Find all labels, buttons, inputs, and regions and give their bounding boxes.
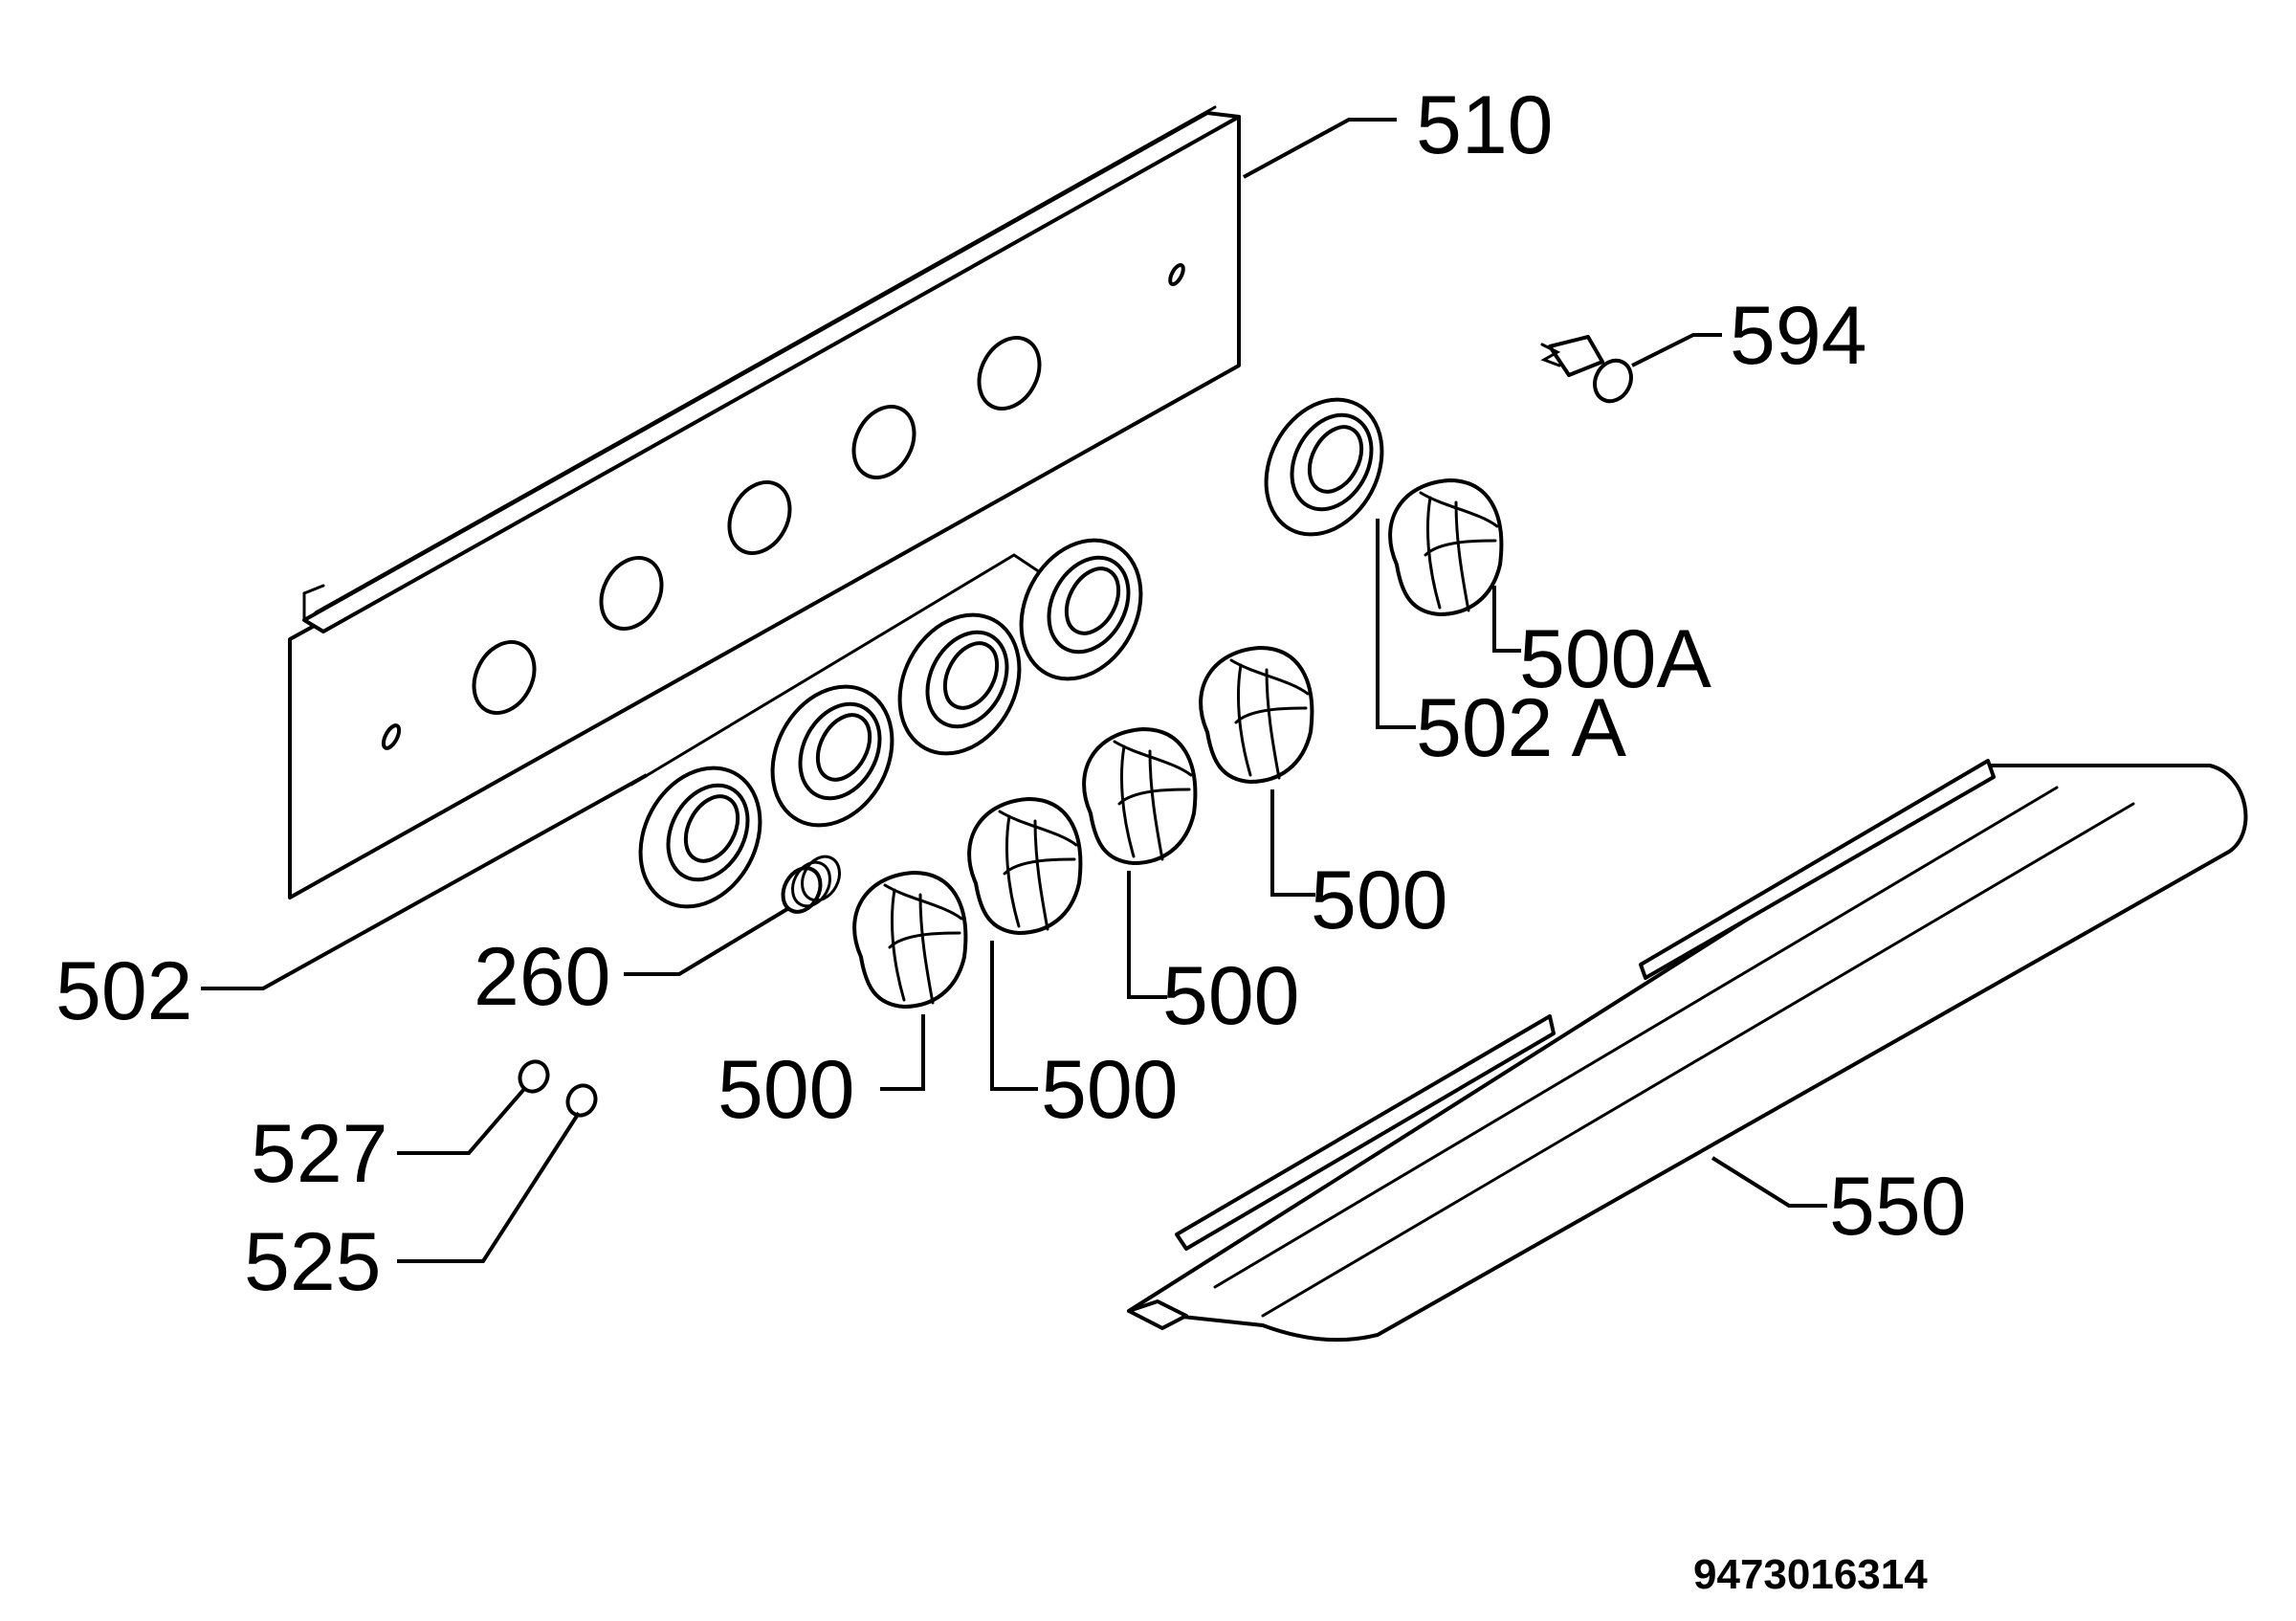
part-labels: 510 594 500A 502 A 500 500 500 500 502 2… xyxy=(55,79,1967,1308)
leader-500-1 xyxy=(880,1014,925,1091)
leader-550 xyxy=(1711,1156,1827,1208)
leader-510 xyxy=(1243,118,1397,179)
label-525: 525 xyxy=(244,1216,382,1308)
label-527: 527 xyxy=(251,1108,388,1200)
label-500-4: 500 xyxy=(1311,855,1448,946)
leader-500a xyxy=(1492,586,1521,653)
control-panel-510 xyxy=(288,105,1241,899)
label-260: 260 xyxy=(474,931,611,1023)
label-550: 550 xyxy=(1829,1161,1967,1253)
spring-260 xyxy=(781,855,841,914)
leader-500-2 xyxy=(990,941,1038,1091)
label-500a: 500A xyxy=(1519,613,1711,705)
label-500-3: 500 xyxy=(1162,950,1300,1042)
knob-500-1 xyxy=(852,871,968,1009)
label-500-1: 500 xyxy=(718,1044,855,1136)
leader-594 xyxy=(1631,333,1722,367)
leader-500-3 xyxy=(1127,871,1167,999)
bezel-2 xyxy=(770,684,894,828)
leader-527 xyxy=(397,1087,526,1155)
bezel-4 xyxy=(1019,538,1143,681)
bezel-502a xyxy=(1264,397,1384,537)
leader-525 xyxy=(397,1111,581,1263)
leader-502a xyxy=(1376,519,1416,729)
cap-525 xyxy=(565,1083,598,1118)
bezel-3 xyxy=(897,612,1022,756)
bezel-row-502 xyxy=(629,538,1143,909)
knob-500a xyxy=(1388,478,1504,616)
knob-500-2 xyxy=(967,797,1083,935)
leader-lines xyxy=(201,118,1827,1263)
label-502: 502 xyxy=(55,945,193,1037)
label-500-2: 500 xyxy=(1041,1044,1179,1136)
trim-strip-550 xyxy=(1127,759,2248,1343)
label-510: 510 xyxy=(1416,79,1554,171)
bezel-1 xyxy=(638,766,762,909)
cap-527 xyxy=(518,1059,550,1094)
label-502a: 502 A xyxy=(1416,682,1627,774)
leader-500-4 xyxy=(1270,789,1315,897)
leader-260 xyxy=(624,907,789,976)
leader-502 xyxy=(201,773,648,990)
clip-594 xyxy=(1540,335,1633,404)
knob-500-3 xyxy=(1082,727,1198,865)
knob-500-4 xyxy=(1199,646,1314,784)
drawing-number: 9473016314 xyxy=(1693,1551,1928,1598)
label-594: 594 xyxy=(1730,290,1867,382)
